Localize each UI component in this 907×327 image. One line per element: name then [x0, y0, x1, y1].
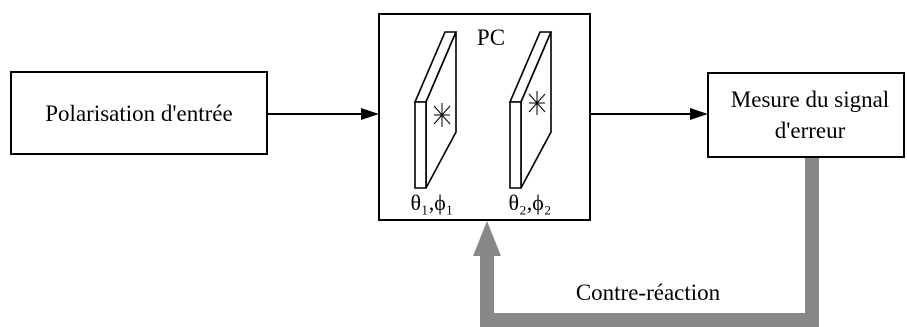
pc-box: [378, 13, 591, 221]
measure-box: [707, 72, 905, 158]
input-label: Polarisation d'entrée: [45, 101, 232, 126]
wave-plate-1: [413, 31, 458, 189]
arrow-input-to-pc: [267, 108, 379, 120]
arrow-input-to-pc-head: [361, 108, 379, 120]
input-box: [10, 71, 268, 155]
feedback-label: Contre-réaction: [576, 280, 721, 305]
arrow-pc-to-measure: [590, 108, 708, 120]
pc-block: PC θ₁,ϕ₁ θ₂,ϕ₂: [378, 13, 591, 221]
measure-block: Mesure du signal d'erreur: [707, 72, 905, 158]
feedback-path: [473, 158, 819, 327]
feedback-arrowhead: [473, 221, 501, 256]
input-block: Polarisation d'entrée: [10, 71, 268, 155]
plate-1-params: θ₁,ϕ₁: [411, 190, 454, 215]
plate-2-params: θ₂,ϕ₂: [509, 190, 552, 215]
measure-label-line2: d'erreur: [775, 118, 846, 143]
wave-plate-2: [508, 31, 553, 189]
wave-plate-1-front: [414, 101, 427, 189]
pc-title: PC: [477, 25, 505, 50]
arrow-pc-to-measure-head: [690, 108, 708, 120]
wave-plate-2-axes-icon: [528, 91, 546, 115]
feedback-line: [480, 158, 819, 327]
wave-plate-1-axes-icon: [433, 103, 451, 127]
measure-label-line1: Mesure du signal: [731, 87, 889, 112]
wave-plate-2-front: [509, 101, 522, 189]
